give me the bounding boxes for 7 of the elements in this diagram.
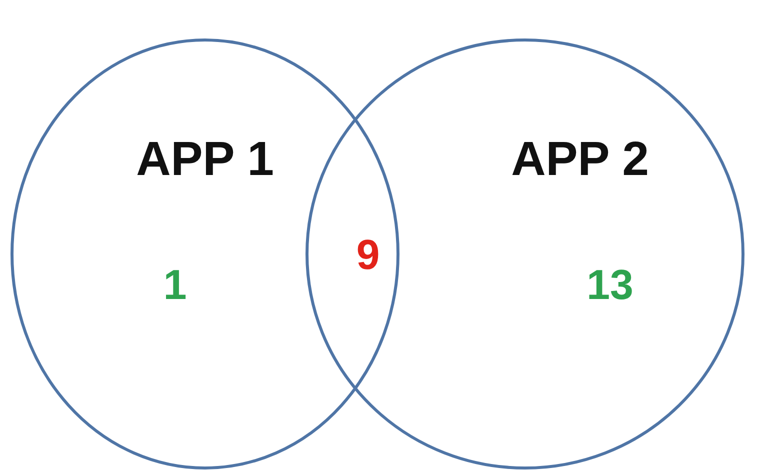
set-count: 1 — [163, 264, 187, 306]
venn-circle — [305, 38, 745, 470]
set-title: APP 1 — [136, 136, 274, 184]
overlap-count: 9 — [356, 234, 380, 276]
set-title: APP 2 — [511, 136, 649, 184]
set-count: 13 — [586, 264, 634, 306]
venn-circle — [10, 38, 400, 470]
